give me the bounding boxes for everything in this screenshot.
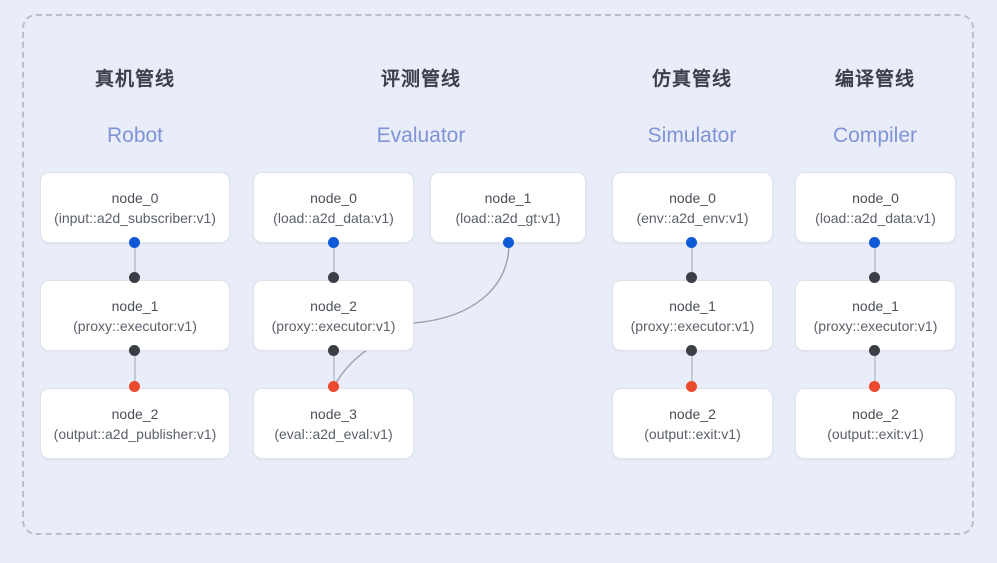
node-label: node_0 — [669, 189, 716, 206]
node-simulator-2[interactable]: node_2 (output::exit:v1) — [612, 388, 773, 459]
port-in-simulator-1[interactable] — [686, 272, 697, 283]
node-label: node_2 — [111, 405, 159, 422]
node-simulator-1[interactable]: node_1 (proxy::executor:v1) — [612, 280, 773, 351]
port-in-evaluator-3[interactable] — [328, 381, 339, 392]
port-out-simulator-0[interactable] — [686, 237, 697, 248]
node-spec: (load::a2d_data:v1) — [815, 209, 936, 226]
node-spec: (output::exit:v1) — [644, 425, 741, 442]
port-in-compiler-1[interactable] — [869, 272, 880, 283]
column-title-en-evaluator: Evaluator — [376, 124, 466, 147]
column-title-cn-evaluator: 评测管线 — [380, 69, 461, 90]
diagram-frame — [22, 14, 974, 535]
node-label: node_2 — [310, 297, 357, 314]
node-spec: (proxy::executor:v1) — [271, 317, 396, 334]
node-label: node_2 — [669, 405, 716, 422]
column-title-en-simulator: Simulator — [647, 124, 737, 147]
column-title-cn-compiler: 编译管线 — [834, 69, 915, 90]
port-in-simulator-2[interactable] — [686, 381, 697, 392]
node-label: node_0 — [111, 189, 159, 206]
node-spec: (output::exit:v1) — [827, 425, 924, 442]
port-out-simulator-1[interactable] — [686, 345, 697, 356]
node-spec: (input::a2d_subscriber:v1) — [54, 209, 216, 226]
column-title-en-compiler: Compiler — [832, 124, 918, 147]
node-spec: (proxy::executor:v1) — [73, 317, 197, 334]
node-compiler-2[interactable]: node_2 (output::exit:v1) — [795, 388, 956, 459]
node-spec: (proxy::executor:v1) — [630, 317, 755, 334]
port-in-compiler-2[interactable] — [869, 381, 880, 392]
node-spec: (proxy::executor:v1) — [813, 317, 938, 334]
column-title-en-robot: Robot — [106, 124, 164, 147]
node-robot-1[interactable]: node_1 (proxy::executor:v1) — [40, 280, 230, 351]
port-out-evaluator-2[interactable] — [328, 345, 339, 356]
node-evaluator-3[interactable]: node_3 (eval::a2d_eval:v1) — [253, 388, 414, 459]
node-spec: (load::a2d_data:v1) — [273, 209, 394, 226]
node-evaluator-2[interactable]: node_2 (proxy::executor:v1) — [253, 280, 414, 351]
port-out-evaluator-1-gt[interactable] — [503, 237, 514, 248]
node-spec: (eval::a2d_eval:v1) — [274, 425, 393, 442]
node-spec: (env::a2d_env:v1) — [636, 209, 749, 226]
port-in-evaluator-2[interactable] — [328, 272, 339, 283]
port-out-evaluator-0[interactable] — [328, 237, 339, 248]
port-out-compiler-1[interactable] — [869, 345, 880, 356]
node-label: node_1 — [669, 297, 716, 314]
port-in-robot-2[interactable] — [129, 381, 140, 392]
node-spec: (load::a2d_gt:v1) — [455, 209, 561, 226]
node-simulator-0[interactable]: node_0 (env::a2d_env:v1) — [612, 172, 773, 243]
port-out-compiler-0[interactable] — [869, 237, 880, 248]
node-label: node_1 — [852, 297, 899, 314]
node-compiler-0[interactable]: node_0 (load::a2d_data:v1) — [795, 172, 956, 243]
node-label: node_1 — [111, 297, 159, 314]
port-in-robot-1[interactable] — [129, 272, 140, 283]
node-label: node_1 — [484, 189, 532, 206]
port-out-robot-1[interactable] — [129, 345, 140, 356]
node-spec: (output::a2d_publisher:v1) — [53, 425, 217, 442]
node-evaluator-1-gt[interactable]: node_1 (load::a2d_gt:v1) — [430, 172, 586, 243]
node-evaluator-0[interactable]: node_0 (load::a2d_data:v1) — [253, 172, 414, 243]
node-label: node_0 — [852, 189, 899, 206]
column-title-cn-simulator: 仿真管线 — [651, 69, 732, 90]
port-out-robot-0[interactable] — [129, 237, 140, 248]
node-label: node_0 — [310, 189, 357, 206]
node-label: node_3 — [310, 405, 357, 422]
node-robot-2[interactable]: node_2 (output::a2d_publisher:v1) — [40, 388, 230, 459]
node-robot-0[interactable]: node_0 (input::a2d_subscriber:v1) — [40, 172, 230, 243]
node-label: node_2 — [852, 405, 899, 422]
column-title-cn-robot: 真机管线 — [94, 69, 175, 90]
node-compiler-1[interactable]: node_1 (proxy::executor:v1) — [795, 280, 956, 351]
